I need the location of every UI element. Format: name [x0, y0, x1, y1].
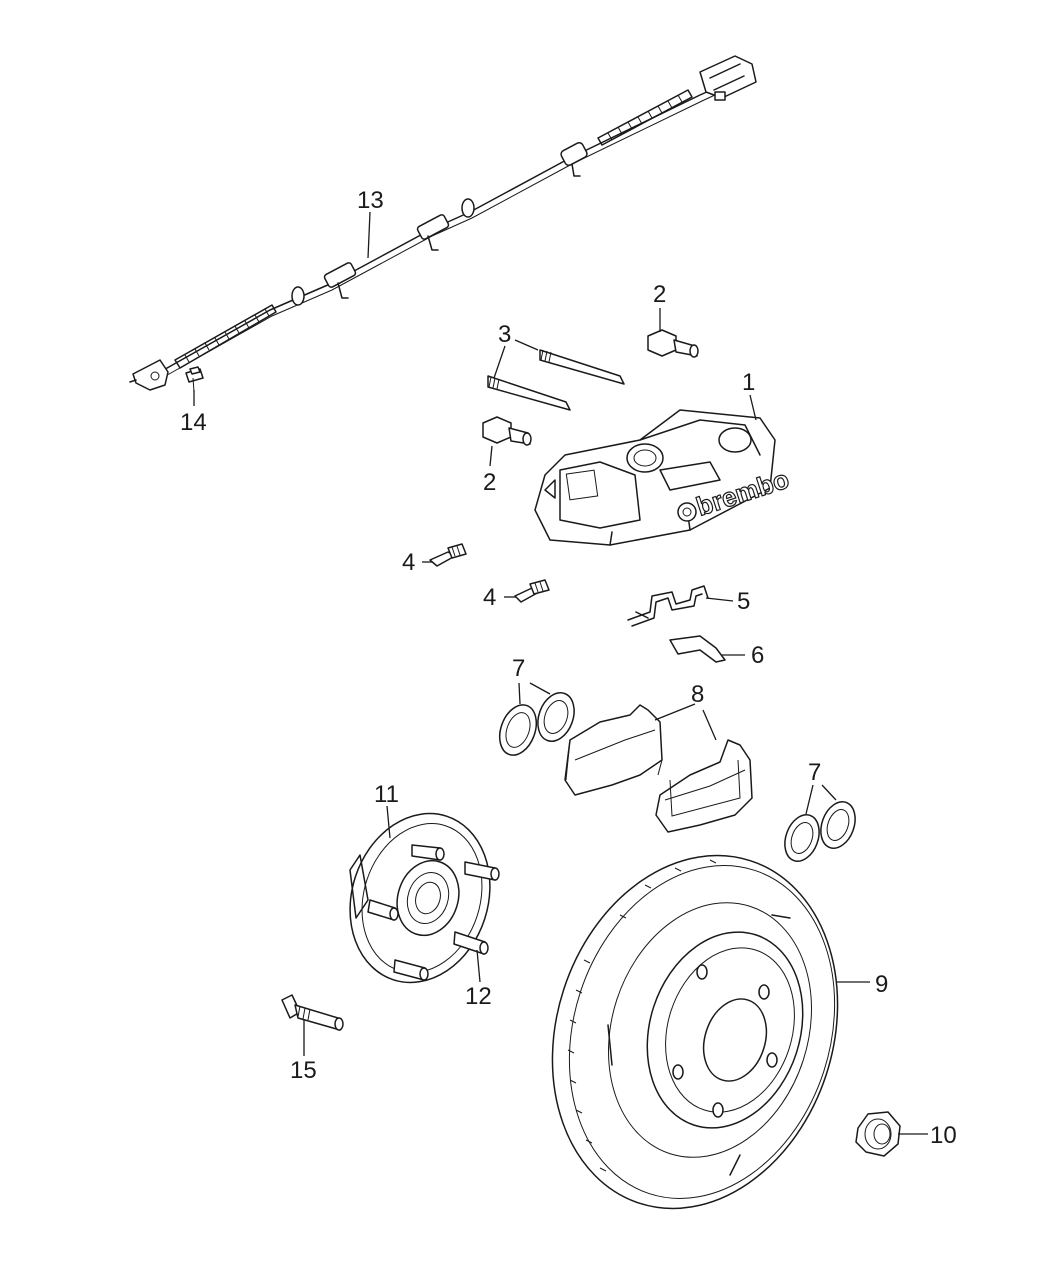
cable-coil-right [597, 89, 693, 146]
wheel-hub-bearing [349, 812, 500, 984]
callout-14: 14 [180, 409, 207, 436]
brake-pad [564, 704, 663, 796]
callout-leaders [193, 211, 928, 1135]
sensor-probe [129, 359, 169, 391]
callout-2: 2 [653, 281, 666, 308]
callout-8: 8 [691, 681, 704, 708]
bleeder-screw [514, 579, 550, 603]
cable-clip [323, 262, 357, 299]
callout-6: 6 [751, 642, 764, 669]
callout-13: 13 [357, 187, 384, 214]
callout-12: 12 [465, 983, 492, 1010]
callout-7: 7 [512, 655, 525, 682]
wheel-stud [464, 861, 500, 881]
wheel-stud [393, 959, 429, 981]
sensor-connector [699, 55, 757, 101]
bleeder-screw [429, 543, 467, 567]
callout-3: 3 [498, 321, 511, 348]
hub-nut [855, 1111, 901, 1157]
piston-seal [820, 801, 856, 849]
guide-pin [539, 349, 625, 385]
callout-4: 4 [483, 584, 496, 611]
callout-11: 11 [374, 781, 399, 808]
cable-clip [416, 214, 450, 251]
callout-9: 9 [875, 971, 888, 998]
cable-coil-left [174, 304, 277, 369]
callout-2: 2 [483, 469, 496, 496]
anti-rattle-clip [627, 585, 709, 627]
callout-1: 1 [742, 369, 755, 396]
callout-5: 5 [737, 588, 750, 615]
callout-15: 15 [290, 1057, 317, 1084]
wear-sensor-cable [129, 55, 757, 391]
callout-7: 7 [808, 759, 821, 786]
brake-rotor [551, 854, 839, 1210]
guide-pin [487, 375, 571, 411]
brake-caliper: brembo [534, 409, 793, 546]
sensor-mounting-bolt [185, 366, 204, 393]
piston-seal [537, 692, 575, 742]
callout-labels: 13 2 3 1 14 2 4 4 5 6 7 8 7 11 12 9 15 1… [180, 187, 957, 1149]
wheel-stud [453, 931, 489, 955]
caliper-mounting-bolt [482, 416, 532, 446]
pad-retainer [669, 635, 726, 663]
wheel-stud-loose [281, 994, 344, 1031]
callout-10: 10 [930, 1122, 957, 1149]
piston-seal [498, 704, 538, 756]
brake-pad [655, 739, 753, 833]
wheel-stud [367, 899, 399, 921]
wheel-stud [411, 844, 445, 861]
caliper-mounting-bolt [647, 329, 699, 358]
cable-clip [560, 141, 588, 177]
callout-4: 4 [402, 549, 415, 576]
piston-seal [784, 814, 820, 862]
